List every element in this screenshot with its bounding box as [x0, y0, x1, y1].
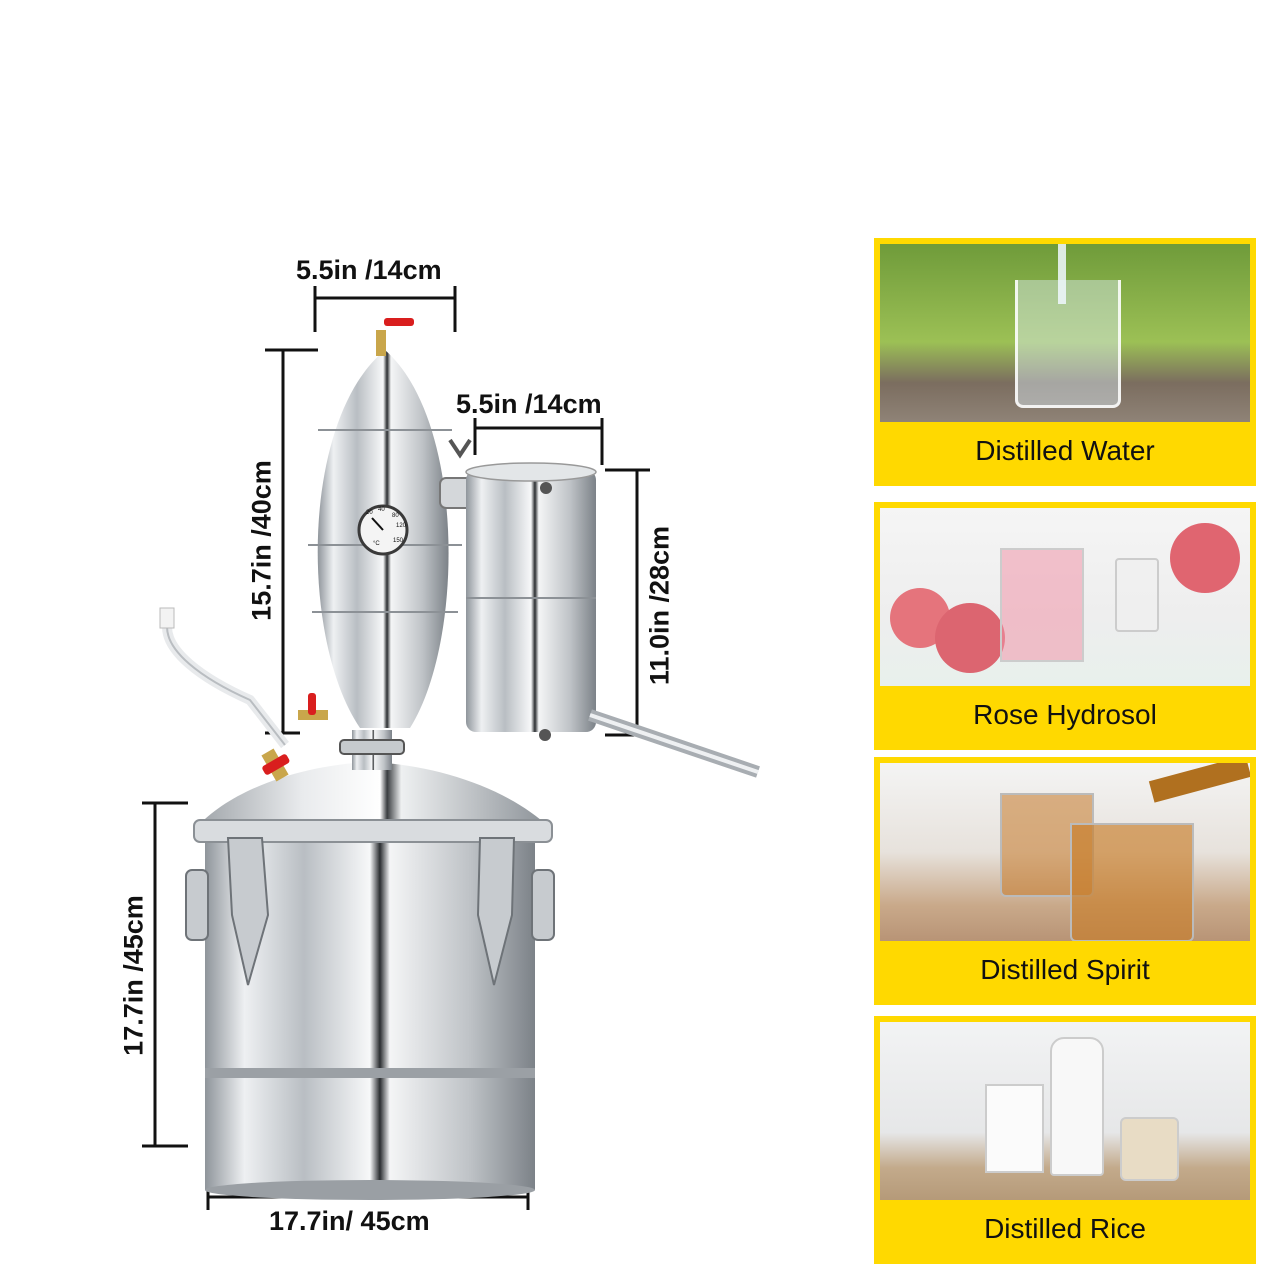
bottle-icon [1115, 558, 1159, 632]
glass-icon [1070, 823, 1194, 941]
boiling-pot [185, 762, 555, 1200]
pot-width-label: 17.7in/ 45cm [269, 1206, 430, 1236]
use-label: Distilled Water [975, 435, 1155, 466]
rose-icon [935, 603, 1005, 673]
use-card-rose-hydrosol: Rose Hydrosol [874, 502, 1256, 750]
thermometer: 20 40 80 120 150 °C [357, 504, 409, 556]
water-glass-photo [880, 244, 1250, 422]
glass-icon [1015, 280, 1121, 408]
condenser-width-label: 5.5in /14cm [456, 389, 602, 419]
distillation-column [261, 318, 462, 782]
condenser-height-label: 11.0in /28cm [644, 525, 675, 686]
jar-icon [1120, 1117, 1179, 1181]
thermo-tick: 150 [393, 538, 404, 544]
column-neck [339, 730, 405, 770]
rose-icon [1170, 523, 1240, 593]
use-label: Distilled Spirit [980, 954, 1150, 985]
column-width-label: 5.5in /14cm [296, 255, 442, 285]
rice-photo [880, 1022, 1250, 1200]
use-card-distilled-water: Distilled Water [874, 238, 1256, 486]
use-label: Distilled Rice [984, 1213, 1146, 1244]
spirit-photo [880, 763, 1250, 941]
use-label: Rose Hydrosol [973, 699, 1157, 730]
thermo-tick: 120 [396, 523, 407, 529]
use-card-distilled-spirit: Distilled Spirit [874, 757, 1256, 1005]
distiller-illustration: 20 40 80 120 150 °C [142, 286, 760, 1210]
glass-icon [985, 1084, 1044, 1173]
column-height-label: 15.7in /40cm [246, 460, 277, 621]
thermo-tick: 80 [392, 513, 399, 519]
airlock [159, 607, 289, 749]
glass-icon [1000, 548, 1084, 662]
pot-height-label: 17.7in /45cm [118, 895, 149, 1056]
bottle-icon [1148, 763, 1250, 803]
bottle-icon [1050, 1037, 1104, 1176]
use-card-distilled-rice: Distilled Rice [874, 1016, 1256, 1264]
thermo-tick: 40 [378, 507, 385, 513]
thermo-tick: 20 [366, 510, 373, 516]
water-stream-icon [1058, 244, 1066, 304]
thermo-unit: °C [373, 541, 380, 547]
rose-photo [880, 508, 1250, 686]
condenser [465, 462, 760, 778]
